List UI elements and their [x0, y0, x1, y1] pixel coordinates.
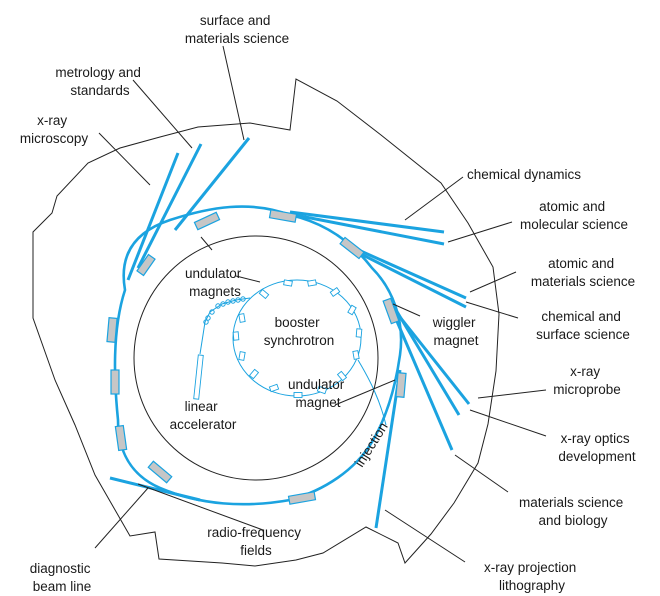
booster-magnet — [307, 279, 317, 287]
linac-element — [220, 301, 226, 307]
label-booster: booster synchrotron — [264, 315, 335, 348]
label-undulator-magnets: undulator magnets — [185, 266, 245, 299]
label-diagnostic: diagnostic beam line — [30, 561, 95, 594]
label-linear-accelerator: linear accelerator — [170, 399, 237, 432]
leader-rf — [137, 483, 264, 531]
leader-chemical-surface — [465, 301, 519, 319]
booster-magnet — [355, 328, 363, 338]
label-radio-frequency: radio-frequency fields — [207, 525, 305, 558]
building-outline — [32, 78, 500, 567]
leader-undulator-magnets — [200, 236, 213, 251]
linac-element — [240, 296, 246, 302]
injection-line — [357, 359, 387, 426]
leader-chemical-dynamics — [404, 176, 464, 221]
undulator-magnet — [193, 211, 221, 231]
booster-magnet — [258, 288, 270, 300]
label-xray-microscopy: x-ray microscopy — [20, 113, 89, 146]
storage-ring — [113, 205, 403, 506]
label-atomic-materials: atomic and materials science — [531, 256, 635, 289]
ring-magnet — [110, 369, 120, 395]
ring-magnet — [147, 460, 173, 484]
booster-magnet — [347, 304, 357, 316]
leader-microprobe — [477, 389, 547, 399]
booster-magnet — [238, 351, 246, 361]
labels: surface and materials science metrology … — [20, 13, 636, 594]
inner-shield-ring — [133, 235, 379, 481]
linac-element — [235, 297, 241, 303]
beamline-xray-optics — [386, 301, 471, 405]
leader-materials-biology — [454, 454, 509, 493]
label-atomic-molecular: atomic and molecular science — [520, 199, 628, 232]
label-xray-projection: x-ray projection lithography — [484, 560, 580, 593]
beamline-diagnostic — [109, 476, 201, 502]
linac-element — [205, 315, 211, 321]
linac-tube — [193, 354, 204, 400]
ring-magnet — [287, 491, 317, 505]
leader-surface — [222, 45, 245, 141]
leader-metrology — [132, 79, 193, 149]
booster-magnet — [248, 368, 260, 380]
linac-transfer-line — [199, 297, 251, 355]
beamline-chemical-dynamics — [289, 210, 445, 234]
ring-magnets — [106, 209, 407, 505]
label-wiggler: wiggler magnet — [432, 315, 480, 348]
linac-element — [209, 309, 215, 315]
label-xray-optics: x-ray optics development — [558, 431, 636, 464]
booster-magnet — [316, 385, 328, 395]
beamline-surface-materials — [173, 137, 251, 231]
leader-wiggler — [392, 303, 421, 317]
booster-magnet — [238, 313, 246, 323]
linear-accelerator — [193, 296, 251, 400]
label-metrology: metrology and standards — [55, 65, 144, 98]
leader-lines — [94, 45, 547, 563]
linac-element — [225, 299, 231, 305]
beamline-metrology — [136, 143, 203, 269]
label-materials-biology: materials science and biology — [519, 495, 627, 528]
beamline-atomic-molecular — [289, 212, 445, 246]
undulator-magnet — [136, 253, 156, 277]
booster-magnet — [268, 383, 280, 393]
leader-atomic-materials — [469, 271, 517, 293]
linac-element — [230, 298, 236, 304]
booster-magnet — [336, 370, 348, 382]
leader-undulator-magnets-2 — [235, 275, 261, 283]
label-undulator-magnet: undulator magnet — [288, 377, 348, 410]
label-surface-materials: surface and materials science — [185, 13, 289, 46]
booster-magnet — [329, 287, 341, 297]
leader-lithography — [384, 509, 466, 563]
beamline-xray-microscopy — [126, 152, 180, 281]
leader-microscopy — [98, 132, 151, 186]
undulator-magnet — [339, 236, 365, 260]
wiggler-magnet — [382, 297, 400, 325]
undulator-magnet — [268, 209, 298, 223]
leader-diagnostic — [94, 487, 149, 549]
beamline-chemical-surface — [344, 244, 467, 309]
leader-atomic-molecular — [447, 221, 513, 243]
undulator-magnet — [395, 372, 407, 398]
beamline-materials-biology — [388, 304, 454, 451]
booster-magnet — [293, 392, 303, 398]
booster-magnets — [232, 279, 363, 398]
beamline-atomic-materials — [344, 242, 467, 300]
leader-optics — [469, 409, 547, 437]
beamlines — [109, 137, 471, 529]
ring-magnet — [114, 424, 128, 452]
linac-element — [215, 303, 221, 309]
label-chemical-dynamics: chemical dynamics — [467, 167, 581, 182]
label-chemical-surface: chemical and surface science — [536, 309, 630, 342]
booster-magnet — [352, 350, 360, 360]
leader-undulator-magnet — [334, 379, 396, 406]
ring-magnet — [106, 317, 118, 343]
booster-magnet — [232, 331, 240, 341]
booster-magnet — [283, 279, 293, 287]
label-xray-microprobe: x-ray microprobe — [553, 364, 621, 397]
